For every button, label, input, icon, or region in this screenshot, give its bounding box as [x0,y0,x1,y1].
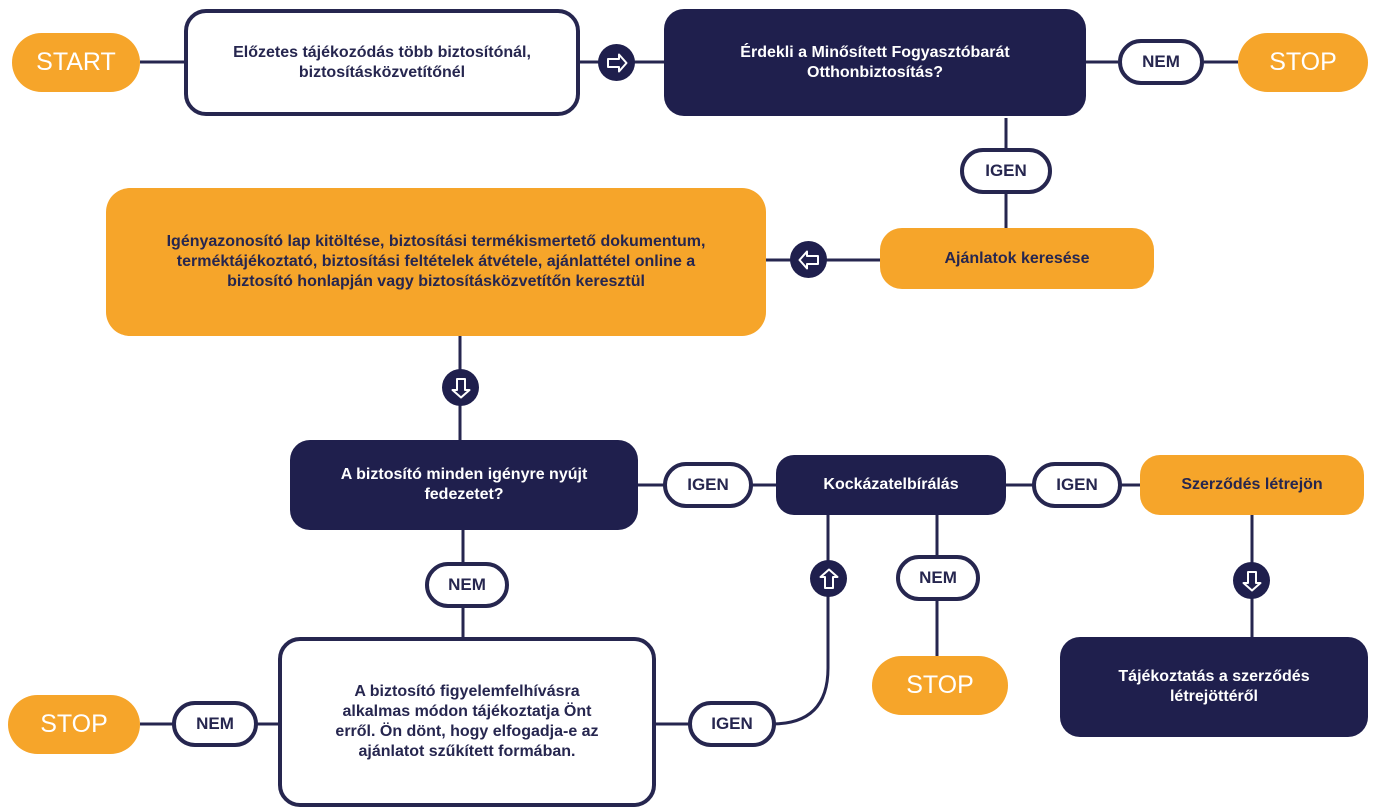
notify-step: A biztosító figyelemfelhívásra alkalmas … [278,637,656,807]
arrow-left-icon [790,241,827,278]
forms-step: Igényazonosító lap kitöltése, biztosítás… [106,188,766,336]
risk-assessment-step: Kockázatelbírálás [776,455,1006,515]
link-notify-risk [656,515,830,726]
info-step: Tájékoztatás a szerződés létrejöttéről [1060,637,1368,737]
contract-step: Szerződés létrejön [1140,455,1364,515]
nem-label-coverage: NEM [425,562,509,608]
coverage-decision: A biztosító minden igényre nyújt fedezet… [290,440,638,530]
stop-terminal-top: STOP [1238,33,1368,92]
arrow-up-icon [810,560,847,597]
nem-label-left: NEM [172,701,258,747]
start-terminal: START [12,33,140,92]
offers-step: Ajánlatok keresése [880,228,1154,289]
nem-label-top: NEM [1118,39,1204,85]
interest-decision: Érdekli a Minősített Fogyasztóbarát Otth… [664,9,1086,116]
igen-label-coverage-risk: IGEN [663,462,753,508]
nem-label-risk: NEM [896,555,980,601]
igen-label-down: IGEN [960,148,1052,194]
igen-label-notify: IGEN [688,701,776,747]
stop-terminal-mid: STOP [872,656,1008,715]
arrow-right-icon [598,44,635,81]
igen-label-risk-contract: IGEN [1032,462,1122,508]
stop-terminal-left: STOP [8,695,140,754]
arrow-down-icon [1233,562,1270,599]
prelim-step: Előzetes tájékozódás több biztosítónál, … [184,9,580,116]
arrow-down-icon [442,369,479,406]
